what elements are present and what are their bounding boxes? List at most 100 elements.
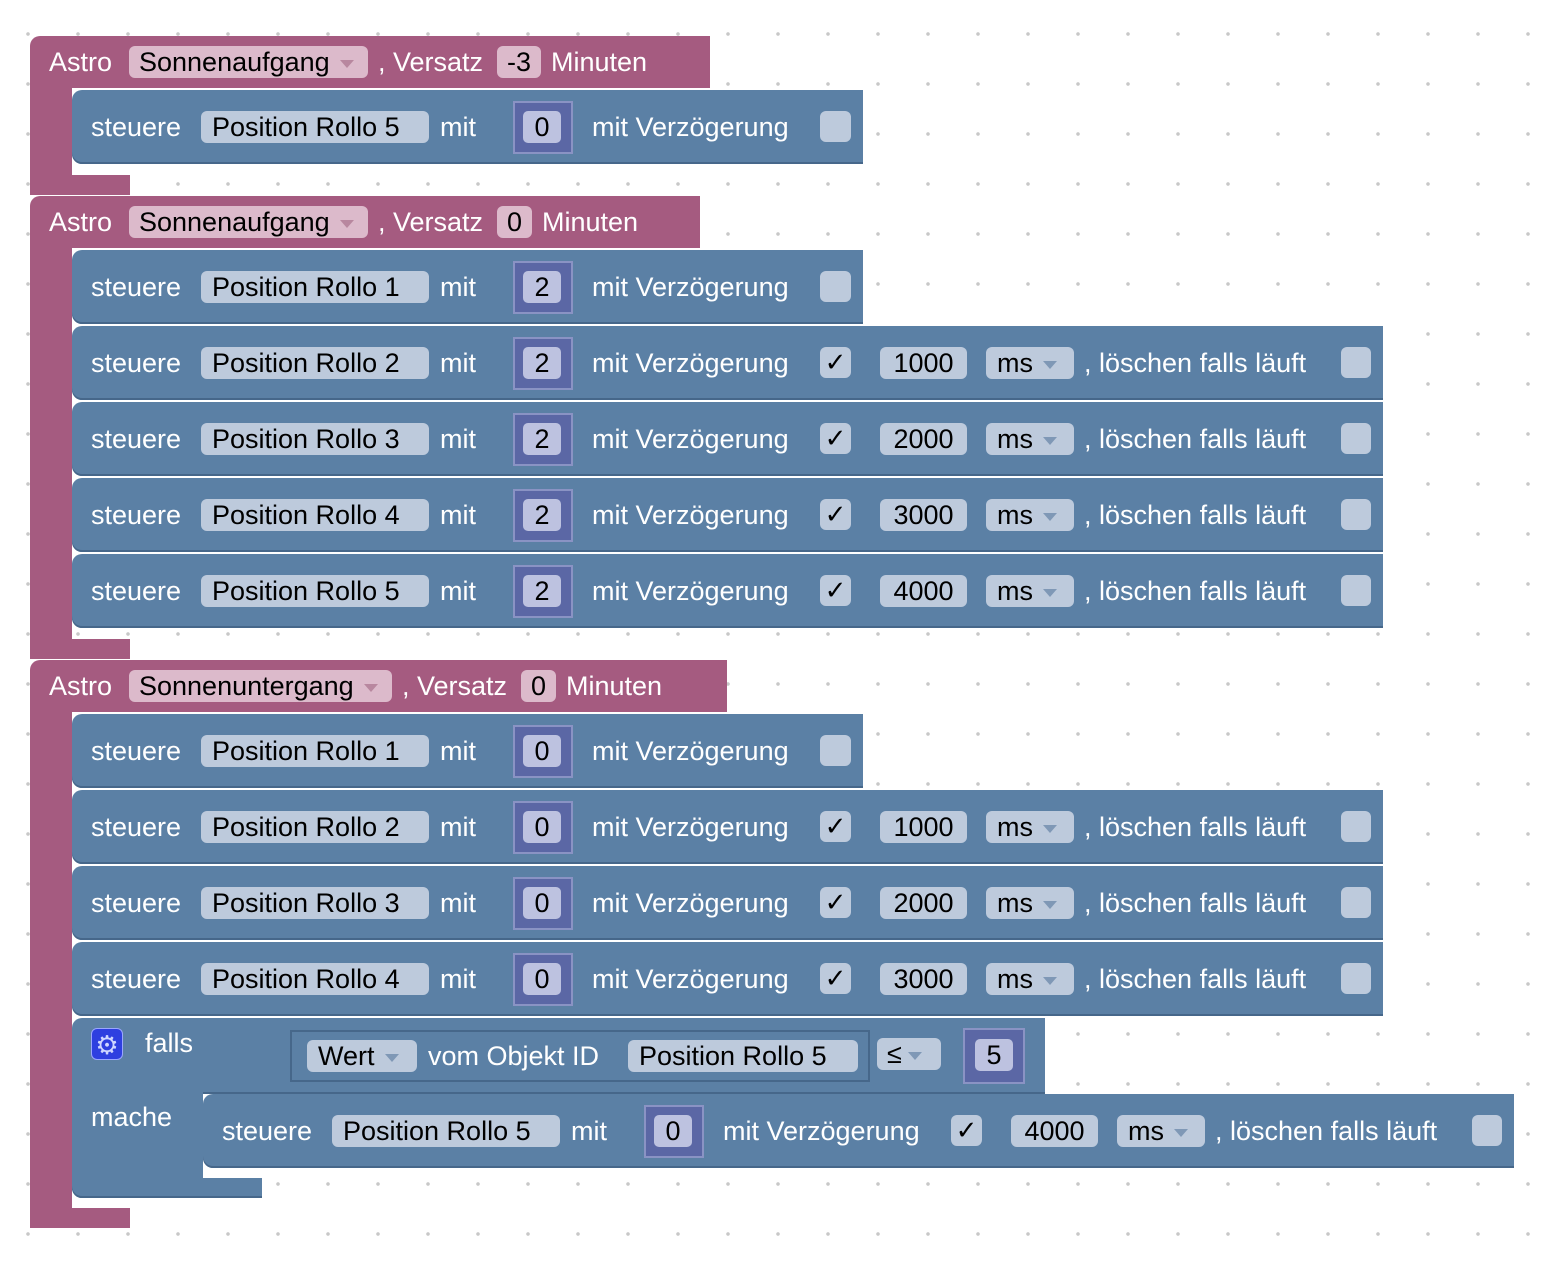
value-input[interactable]: 0 (654, 1115, 692, 1147)
target-object-field[interactable]: Position Rollo 3 (201, 423, 429, 455)
astro-event-dropdown[interactable]: Sonnenaufgang (129, 46, 368, 78)
delay-unit-dropdown[interactable]: ms (986, 575, 1074, 607)
value-input[interactable]: 2 (523, 271, 561, 303)
clear-if-running-checkbox[interactable] (1341, 811, 1371, 842)
gear-icon[interactable]: ⚙ (91, 1028, 123, 1060)
astro-event-dropdown[interactable]: Sonnenuntergang (129, 670, 392, 702)
delay-unit-dropdown[interactable]: ms (1117, 1115, 1205, 1147)
target-object-field[interactable]: Position Rollo 4 (201, 499, 429, 531)
value-block[interactable]: 0 (644, 1105, 704, 1158)
astro-event-dropdown[interactable]: Sonnenaufgang (129, 206, 368, 238)
delay-checkbox[interactable] (820, 271, 851, 302)
value-block[interactable]: 2 (513, 261, 573, 314)
value-input[interactable]: 0 (523, 111, 561, 143)
delay-ms-input[interactable]: 2000 (880, 423, 967, 455)
value-block[interactable]: 0 (513, 801, 573, 854)
delay-unit-dropdown[interactable]: ms (986, 963, 1074, 995)
value-input[interactable]: 2 (523, 499, 561, 531)
clear-if-running-checkbox[interactable] (1341, 499, 1371, 530)
value-input[interactable]: 0 (523, 811, 561, 843)
target-object-field[interactable]: Position Rollo 2 (201, 347, 429, 379)
delay-ms-input[interactable]: 4000 (880, 575, 967, 607)
value-input[interactable]: 0 (523, 963, 561, 995)
clear-if-running-checkbox[interactable] (1341, 963, 1371, 994)
target-object-field[interactable]: Position Rollo 5 (201, 575, 429, 607)
value-input[interactable]: 0 (523, 887, 561, 919)
target-object-field[interactable]: Position Rollo 3 (201, 887, 429, 919)
delay-checkbox[interactable]: ✓ (820, 347, 851, 378)
delay-checkbox[interactable]: ✓ (951, 1115, 982, 1146)
target-object-field[interactable]: Position Rollo 1 (201, 271, 429, 303)
offset-input[interactable]: 0 (497, 206, 533, 238)
delay-checkbox[interactable]: ✓ (820, 887, 851, 918)
value-block[interactable]: 0 (513, 725, 573, 778)
delay-unit-dropdown[interactable]: ms (986, 811, 1074, 843)
delay-ms-input[interactable]: 1000 (880, 347, 967, 379)
delay-unit-value: ms (997, 500, 1033, 530)
delay-unit-dropdown[interactable]: ms (986, 347, 1074, 379)
astro-label: Astro (49, 671, 113, 701)
operator-dropdown[interactable]: ≤ (877, 1038, 941, 1070)
clear-if-running-checkbox[interactable] (1341, 347, 1371, 378)
delay-ms-input[interactable]: 2000 (880, 887, 967, 919)
target-object-field[interactable]: Position Rollo 5 (332, 1115, 560, 1147)
clear-if-running-checkbox[interactable] (1341, 423, 1371, 454)
value-block[interactable]: 2 (513, 413, 573, 466)
delay-checkbox[interactable]: ✓ (820, 423, 851, 454)
delay-checkbox[interactable] (820, 111, 851, 142)
target-object-field[interactable]: Position Rollo 5 (201, 111, 429, 143)
clear-if-running-checkbox[interactable] (1341, 887, 1371, 918)
delay-ms-input[interactable]: 4000 (1011, 1115, 1098, 1147)
delay-checkbox[interactable]: ✓ (820, 811, 851, 842)
value-block[interactable]: 0 (513, 877, 573, 930)
compare-value-input[interactable]: 5 (975, 1039, 1013, 1071)
value-block[interactable]: 2 (513, 565, 573, 618)
value-block[interactable]: 0 (513, 953, 573, 1006)
delay-ms-input[interactable]: 1000 (880, 811, 967, 843)
offset-input[interactable]: 0 (521, 670, 557, 702)
delay-unit-dropdown[interactable]: ms (986, 423, 1074, 455)
value-input[interactable]: 2 (523, 423, 561, 455)
value-block[interactable]: 2 (513, 489, 573, 542)
value-input[interactable]: 2 (523, 575, 561, 607)
delay-unit-dropdown[interactable]: ms (986, 499, 1074, 531)
clear-if-running-checkbox[interactable] (1472, 1115, 1502, 1146)
delay-unit-dropdown[interactable]: ms (986, 887, 1074, 919)
delay-unit-value: ms (997, 424, 1033, 454)
chevron-down-icon (1043, 900, 1057, 909)
delay-checkbox[interactable]: ✓ (820, 963, 851, 994)
delay-checkbox[interactable]: ✓ (820, 499, 851, 530)
target-object-field[interactable]: Position Rollo 4 (201, 963, 429, 995)
astro-block-bottom (30, 1208, 130, 1228)
delay-checkbox[interactable]: ✓ (820, 575, 851, 606)
compare-value-block[interactable]: 5 (963, 1028, 1025, 1084)
offset-input[interactable]: -3 (497, 46, 542, 78)
value-input[interactable]: 2 (523, 347, 561, 379)
target-object-field[interactable]: Position Rollo 1 (201, 735, 429, 767)
value-block[interactable]: 0 (513, 101, 573, 154)
delay-ms-input[interactable]: 3000 (880, 963, 967, 995)
target-object-field[interactable]: Position Rollo 2 (201, 811, 429, 843)
attribute-dropdown[interactable]: Wert (307, 1040, 417, 1072)
object-id-field[interactable]: Position Rollo 5 (628, 1040, 858, 1072)
value-input[interactable]: 0 (523, 735, 561, 767)
clear-if-running-checkbox[interactable] (1341, 575, 1371, 606)
value-block[interactable]: 2 (513, 337, 573, 390)
delay-ms-input[interactable]: 3000 (880, 499, 967, 531)
delay-checkbox[interactable] (820, 735, 851, 766)
